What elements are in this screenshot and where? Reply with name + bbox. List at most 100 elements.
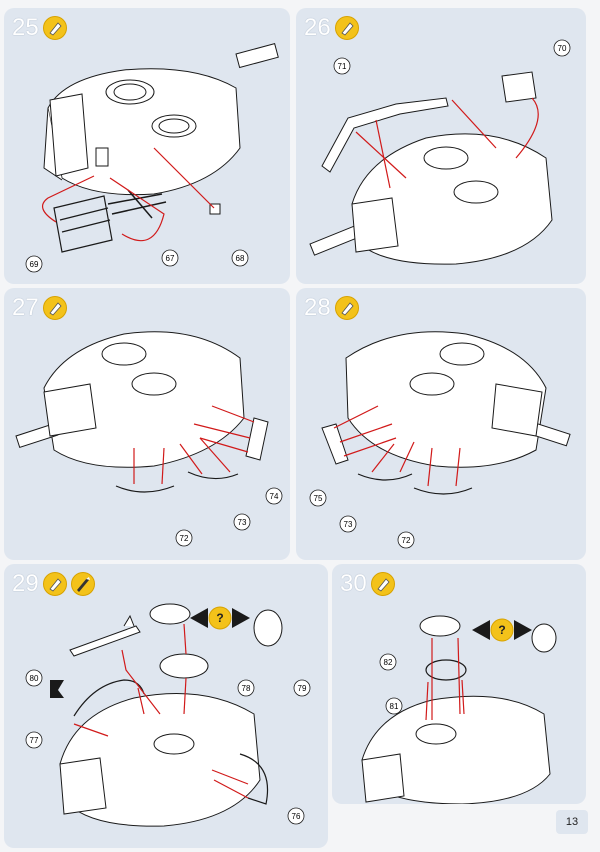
- part-callout: [25, 731, 43, 749]
- assembly-arrows: [41, 147, 215, 242]
- part-77-wire: [73, 679, 145, 717]
- part-number: 76: [292, 812, 301, 821]
- part-number: 78: [242, 684, 251, 693]
- part-callout: [339, 515, 357, 533]
- step-29-panel: 29 ?: [4, 564, 328, 848]
- step-29-diagram: ? 80 77 78 79: [25, 603, 311, 827]
- step-30-header: 30: [340, 570, 395, 598]
- step-27-diagram: 74 73 72: [15, 331, 283, 547]
- part-number: 74: [270, 492, 279, 501]
- step-29-header: 29: [12, 570, 95, 598]
- step-30-diagram: ? 82 81: [361, 615, 557, 804]
- part-callout: [293, 679, 311, 697]
- glue-icon: [42, 296, 67, 320]
- part-number: 71: [338, 62, 347, 71]
- assembly-arrows: [355, 97, 539, 189]
- part-number: 80: [30, 674, 39, 683]
- part-number: 67: [166, 254, 175, 263]
- step-25-header: 25: [12, 14, 67, 42]
- turret-drawing: [43, 43, 279, 196]
- step-number: 27: [12, 294, 39, 321]
- step-number: 29: [12, 570, 39, 597]
- part-callout: [25, 669, 43, 687]
- part-callout: [25, 255, 43, 273]
- step-27-panel: 27 74: [4, 288, 290, 560]
- step-number: 30: [340, 570, 367, 597]
- question-hint: ?: [190, 606, 250, 630]
- assembly-arrows: [73, 623, 249, 799]
- step-28-panel: 28 75: [296, 288, 586, 560]
- part-callout: [385, 697, 403, 715]
- part-68-clip: [209, 203, 221, 215]
- part-callout: [379, 653, 397, 671]
- part-number: 72: [180, 534, 189, 543]
- paint-brush-icon: [70, 572, 95, 596]
- glue-icon: [42, 16, 67, 40]
- part-79-option: [253, 609, 283, 647]
- part-callout: [161, 249, 179, 267]
- step-30-panel: 30 ? 82: [332, 564, 586, 804]
- part-82-cupola: [149, 603, 209, 679]
- part-number: 73: [238, 518, 247, 527]
- part-75-block: [321, 423, 349, 465]
- part-81-ring: [425, 659, 467, 681]
- assembly-arrows: [133, 405, 255, 485]
- step-25-panel: 25: [4, 8, 290, 284]
- part-number: 79: [298, 684, 307, 693]
- mask-marker: [50, 680, 64, 698]
- part-number: 69: [30, 260, 39, 269]
- part-callout: [309, 489, 327, 507]
- part-72-73-wire: [115, 471, 239, 493]
- part-number: 70: [558, 44, 567, 53]
- page-number: 13: [556, 810, 588, 834]
- part-callout: [233, 513, 251, 531]
- assembly-arrows: [425, 637, 465, 721]
- part-number: 82: [384, 658, 393, 667]
- step-26-panel: 26 71 70: [296, 8, 586, 284]
- turret-drawing: [361, 695, 551, 804]
- turret-drawing: [345, 331, 571, 468]
- turret-drawing: [15, 331, 245, 468]
- part-71-plate: [321, 97, 449, 173]
- glue-icon: [370, 572, 395, 596]
- step-27-header: 27: [12, 294, 67, 322]
- part-callout: [287, 807, 305, 825]
- step-26-header: 26: [304, 14, 359, 42]
- step-number: 26: [304, 14, 331, 41]
- part-number: 75: [314, 494, 323, 503]
- question-mark: ?: [498, 623, 505, 637]
- part-callout: [553, 39, 571, 57]
- step-28-header: 28: [304, 294, 359, 322]
- part-82-cupola: [419, 615, 461, 637]
- turret-drawing: [309, 133, 553, 265]
- question-hint: ?: [472, 618, 557, 653]
- question-mark: ?: [216, 611, 223, 625]
- part-72-73-wire: [357, 473, 473, 495]
- part-number: 81: [390, 702, 399, 711]
- part-number: 77: [30, 736, 39, 745]
- assembly-arrows: [333, 405, 461, 487]
- step-26-diagram: 71 70: [309, 39, 571, 265]
- part-number: 68: [236, 254, 245, 263]
- part-number: 73: [344, 520, 353, 529]
- glue-icon: [42, 572, 67, 596]
- part-67-rods: [107, 189, 167, 219]
- turret-drawing: [59, 693, 261, 827]
- part-76-wire: [239, 753, 269, 805]
- part-callout: [333, 57, 351, 75]
- part-callout: [397, 531, 415, 549]
- step-number: 28: [304, 294, 331, 321]
- glue-icon: [334, 16, 359, 40]
- part-70-plate: [501, 71, 537, 103]
- part-80-gun: [69, 614, 141, 657]
- step-28-diagram: 75 73 72: [309, 331, 571, 549]
- part-callout: [175, 529, 193, 547]
- step-number: 25: [12, 14, 39, 41]
- step-25-diagram: 69 67 68: [25, 43, 279, 273]
- part-69-grille: [53, 195, 113, 253]
- part-number: 72: [402, 536, 411, 545]
- part-callout: [231, 249, 249, 267]
- part-callout: [265, 487, 283, 505]
- part-callout: [237, 679, 255, 697]
- part-74-block: [245, 417, 269, 461]
